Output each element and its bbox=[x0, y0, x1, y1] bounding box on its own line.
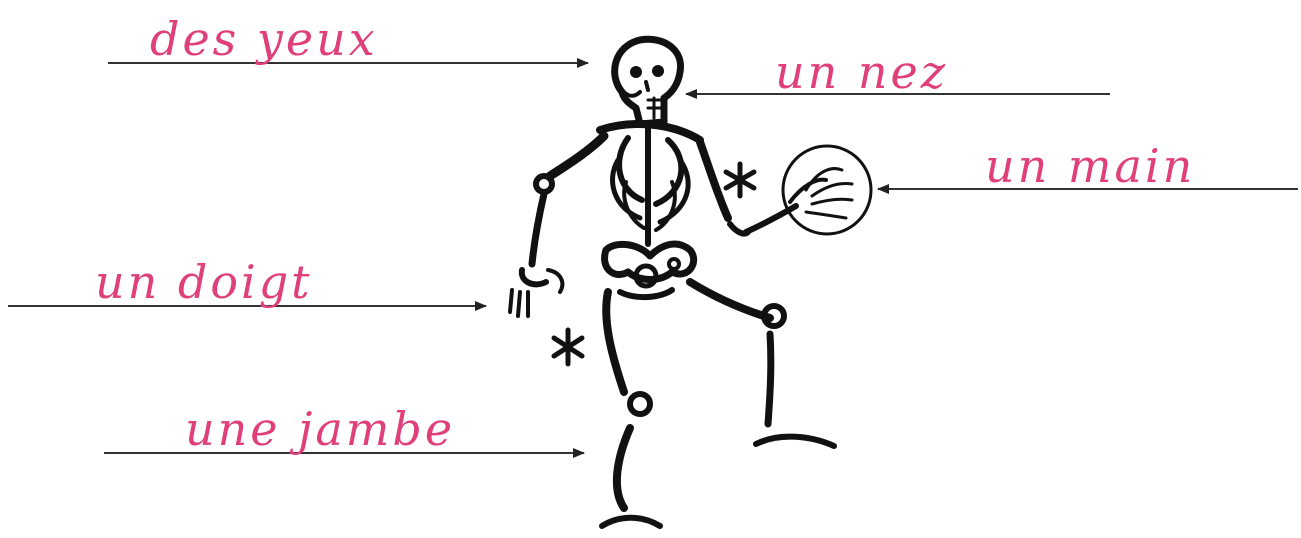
label-nez: un nez bbox=[686, 45, 1110, 99]
label-jambe: une jambe bbox=[104, 402, 584, 456]
label-main: un main bbox=[878, 139, 1298, 193]
label-text-nez: un nez bbox=[775, 45, 948, 99]
left-leg bbox=[602, 292, 660, 526]
label-doigt: un doigt bbox=[8, 255, 486, 309]
circled-hand bbox=[783, 146, 871, 234]
left-hand-fingers bbox=[510, 270, 562, 316]
skull bbox=[615, 39, 681, 124]
ribcage bbox=[600, 124, 700, 244]
label-text-doigt: un doigt bbox=[95, 255, 313, 309]
asterisk-left bbox=[554, 330, 582, 364]
label-yeux: des yeux bbox=[108, 12, 588, 66]
label-text-main: un main bbox=[985, 139, 1195, 193]
label-text-jambe: une jambe bbox=[185, 402, 455, 456]
label-text-yeux: des yeux bbox=[150, 12, 378, 66]
right-leg bbox=[690, 282, 834, 446]
asterisk-right bbox=[726, 164, 754, 196]
left-arm bbox=[522, 136, 604, 284]
pelvis bbox=[605, 244, 694, 297]
